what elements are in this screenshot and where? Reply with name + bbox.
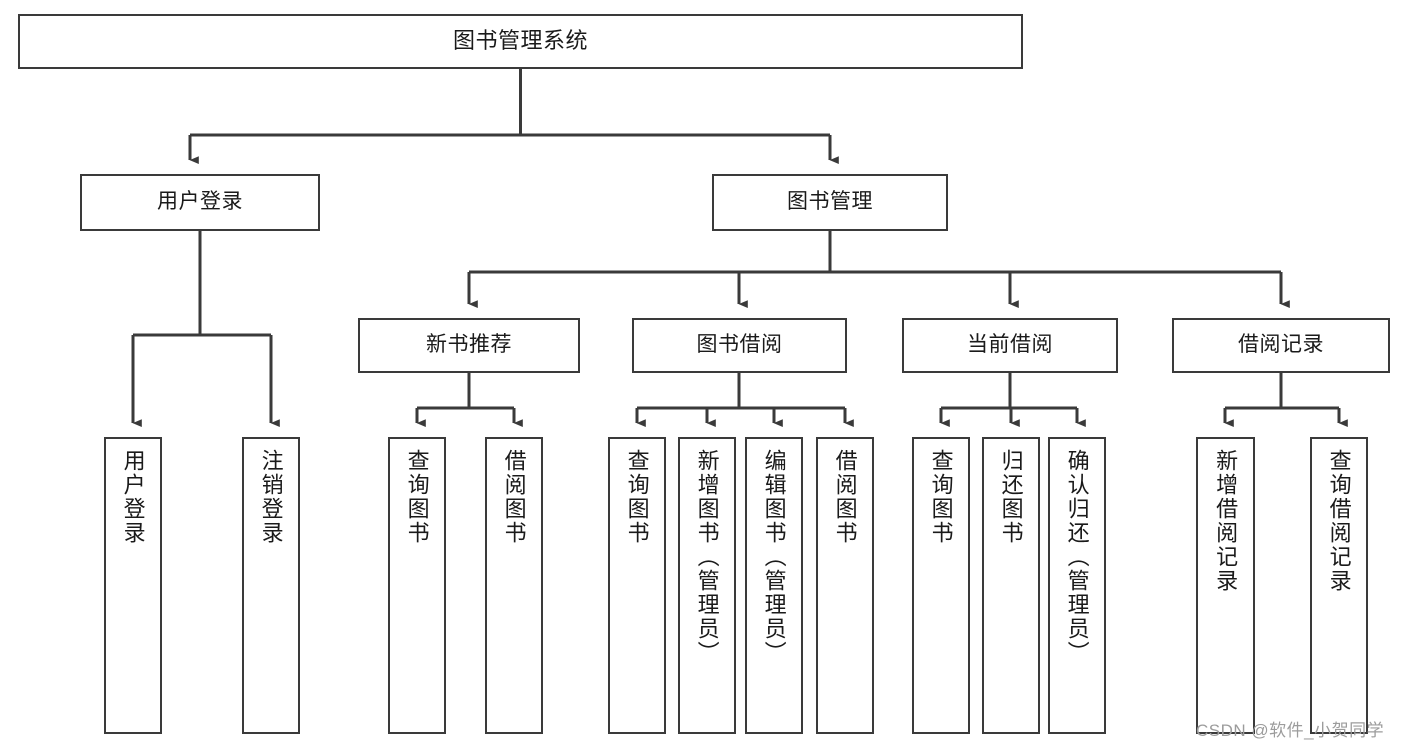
node-leaf-confirm-return[interactable]: 确认归还（管理员） xyxy=(1048,437,1106,734)
node-user-login[interactable]: 用户登录 xyxy=(80,174,320,231)
node-book-borrow[interactable]: 图书借阅 xyxy=(632,318,847,373)
node-new-book-rec[interactable]: 新书推荐 xyxy=(358,318,580,373)
node-leaf-edit-book-label: 编辑图书（管理员） xyxy=(761,449,787,665)
node-leaf-add-record-label: 新增借阅记录 xyxy=(1213,449,1239,593)
node-leaf-query-book-1-label: 查询图书 xyxy=(404,449,430,545)
node-leaf-add-book[interactable]: 新增图书（管理员） xyxy=(678,437,736,734)
node-user-login-label: 用户登录 xyxy=(157,190,243,214)
node-leaf-query-book-3-label: 查询图书 xyxy=(928,449,954,545)
node-leaf-borrow-book-2[interactable]: 借阅图书 xyxy=(816,437,874,734)
node-leaf-query-record[interactable]: 查询借阅记录 xyxy=(1310,437,1368,734)
node-leaf-query-book-1[interactable]: 查询图书 xyxy=(388,437,446,734)
node-root[interactable]: 图书管理系统 xyxy=(18,14,1023,69)
node-leaf-user-login[interactable]: 用户登录 xyxy=(104,437,162,734)
node-leaf-logout-label: 注销登录 xyxy=(258,449,284,545)
node-leaf-user-login-label: 用户登录 xyxy=(120,449,146,545)
node-current-borrow[interactable]: 当前借阅 xyxy=(902,318,1118,373)
node-leaf-query-record-label: 查询借阅记录 xyxy=(1326,449,1352,593)
node-leaf-borrow-book-1[interactable]: 借阅图书 xyxy=(485,437,543,734)
node-new-book-rec-label: 新书推荐 xyxy=(426,333,512,357)
node-leaf-borrow-book-1-label: 借阅图书 xyxy=(501,449,527,545)
node-leaf-borrow-book-2-label: 借阅图书 xyxy=(832,449,858,545)
node-leaf-query-book-2[interactable]: 查询图书 xyxy=(608,437,666,734)
node-leaf-add-record[interactable]: 新增借阅记录 xyxy=(1196,437,1255,734)
node-book-borrow-label: 图书借阅 xyxy=(696,333,783,357)
node-root-label: 图书管理系统 xyxy=(452,28,588,54)
csdn-watermark: CSDN @软件_小贺同学 xyxy=(1196,721,1385,740)
node-leaf-add-book-label: 新增图书（管理员） xyxy=(694,449,720,665)
node-leaf-return-book-label: 归还图书 xyxy=(998,449,1024,545)
node-leaf-query-book-2-label: 查询图书 xyxy=(624,449,650,545)
node-leaf-return-book[interactable]: 归还图书 xyxy=(982,437,1040,734)
node-leaf-edit-book[interactable]: 编辑图书（管理员） xyxy=(745,437,803,734)
node-book-manage-label: 图书管理 xyxy=(787,190,873,214)
node-leaf-confirm-return-label: 确认归还（管理员） xyxy=(1064,449,1090,665)
node-borrow-record[interactable]: 借阅记录 xyxy=(1172,318,1390,373)
node-borrow-record-label: 借阅记录 xyxy=(1238,333,1324,357)
node-book-manage[interactable]: 图书管理 xyxy=(712,174,948,231)
node-current-borrow-label: 当前借阅 xyxy=(967,333,1053,357)
node-leaf-logout[interactable]: 注销登录 xyxy=(242,437,300,734)
node-leaf-query-book-3[interactable]: 查询图书 xyxy=(912,437,970,734)
